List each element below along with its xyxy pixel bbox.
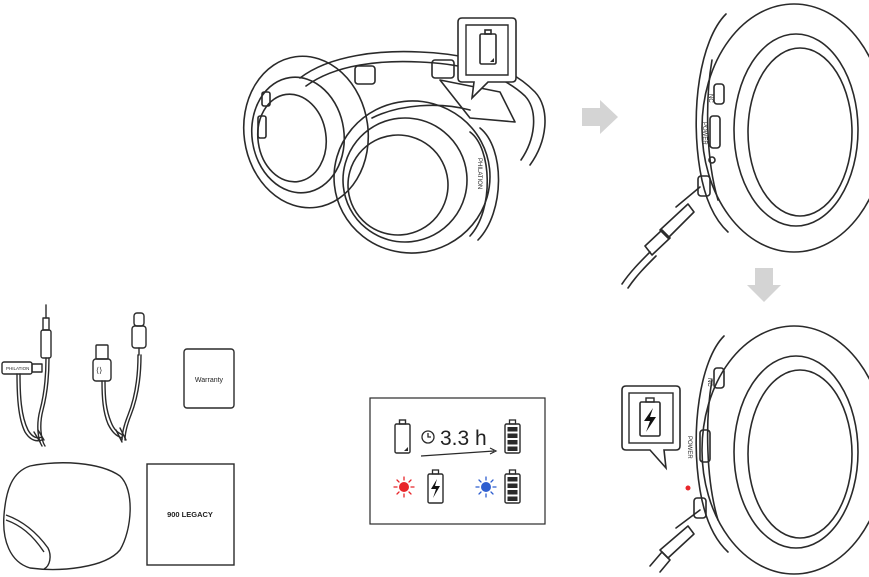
nc-button-label-2: NC [706,378,712,387]
aux-cable-icon [1,304,52,447]
earcup-usb-plug [621,3,869,289]
aux-plug-brand: PHILATION [6,366,29,371]
charging-callout [621,385,681,471]
arrow-right-icon [582,100,618,134]
headphones-low-battery [242,50,546,254]
power-button-label-2: POWER [686,436,692,459]
earcup-charging [649,325,869,575]
low-battery-callout [457,17,517,101]
red-led-icon [393,476,415,498]
warranty-card-label: Warranty [195,377,224,384]
battery-full-icon [504,419,521,454]
charging-bolt-icon [427,469,444,504]
battery-full-icon [504,469,521,504]
power-button-label: POWER [701,122,707,145]
charging-info-panel: 3.3 h [369,397,546,525]
user-manual: 900 LEGACY [146,463,235,566]
headphone-brand-label: PHILATION [476,158,482,189]
usb-c-cable-icon [92,312,147,443]
carry-case [3,462,131,571]
warranty-card: Warranty [183,348,235,409]
manual-title: 900 LEGACY [167,510,213,519]
usb-symbol: ⟨⟩ [96,366,102,375]
battery-low-icon [394,419,411,454]
charge-time-value: 3.3 h [440,427,487,450]
battery-low-icon [479,29,497,65]
charging-bolt-icon [639,397,661,437]
charging-led [685,485,691,491]
arrow-down-icon [747,268,781,302]
clock-icon [421,430,435,444]
nc-button-label: NC [707,94,713,103]
blue-led-icon [475,476,497,498]
